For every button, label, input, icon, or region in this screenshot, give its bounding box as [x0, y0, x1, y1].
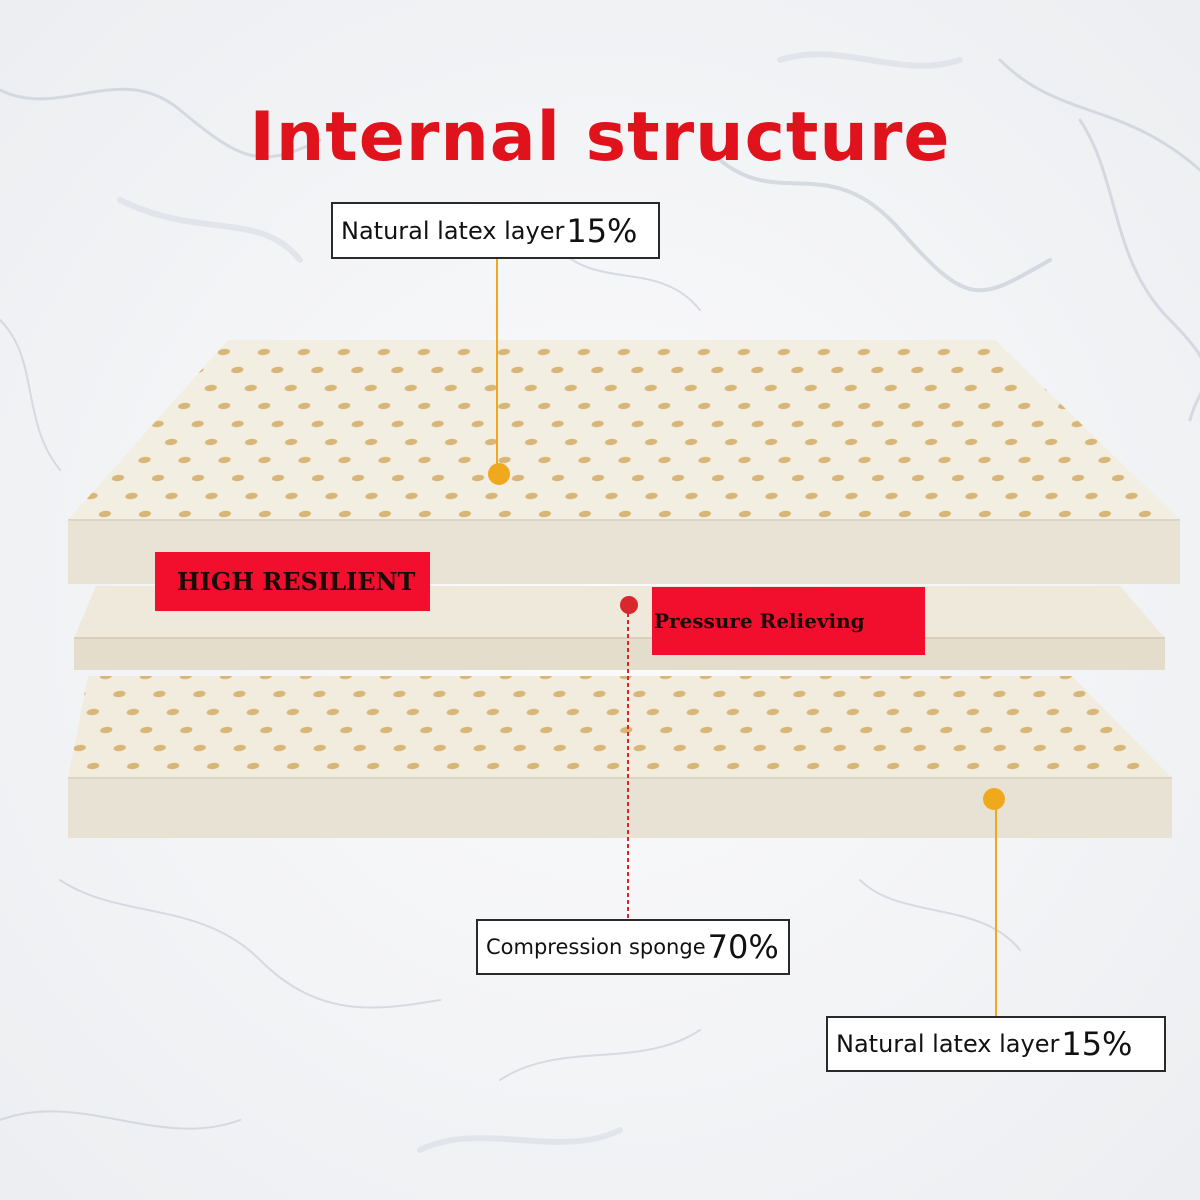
middle-layer-marker [620, 596, 638, 614]
bottom-latex-layer [68, 676, 1172, 838]
top-layer-marker [488, 463, 510, 485]
bottom-layer-label-text: Natural latex layer [836, 1030, 1060, 1058]
page-title: Internal structure [249, 97, 951, 177]
high-resilient-tag: HIGH RESILIENT [155, 552, 430, 611]
pressure-relieving-tag: Pressure Relieving [652, 587, 925, 655]
top-latex-layer [68, 340, 1180, 584]
top-layer-label: Natural latex layer 15% [331, 202, 660, 259]
top-layer-label-text: Natural latex layer [341, 216, 565, 245]
bottom-layer-label-percent: 15% [1061, 1025, 1133, 1063]
top-layer-label-percent: 15% [566, 211, 638, 250]
bottom-layer-label: Natural latex layer 15% [826, 1016, 1166, 1072]
bottom-layer-marker [983, 788, 1005, 810]
middle-layer-label-text: Compression sponge [486, 935, 706, 959]
middle-layer-label-percent: 70% [707, 928, 779, 966]
middle-layer-label: Compression sponge 70% [476, 919, 790, 975]
